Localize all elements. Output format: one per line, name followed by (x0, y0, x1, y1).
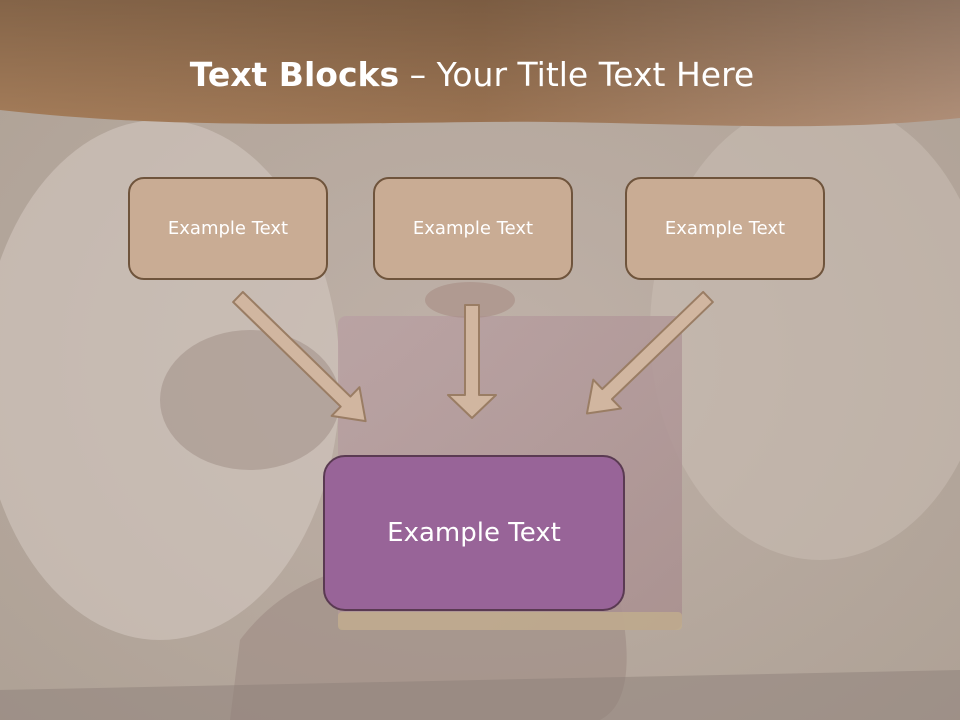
title-dash: – (399, 55, 437, 94)
arrow-center (447, 304, 497, 419)
slide-title: Text Blocks – Your Title Text Here (0, 50, 944, 100)
center-text-block-label: Example Text (387, 518, 561, 548)
arrow-right (585, 290, 714, 415)
title-bold: Text Blocks (189, 55, 400, 94)
text-block-3-label: Example Text (664, 218, 786, 239)
text-block-1-label: Example Text (167, 218, 289, 239)
text-block-1: Example Text (128, 177, 328, 280)
text-block-2: Example Text (373, 177, 573, 280)
title-rest: Your Title Text Here (436, 55, 755, 94)
center-text-block: Example Text (323, 455, 625, 611)
text-block-3: Example Text (625, 177, 825, 280)
arrow-left (232, 290, 367, 423)
text-block-2-label: Example Text (412, 218, 534, 239)
